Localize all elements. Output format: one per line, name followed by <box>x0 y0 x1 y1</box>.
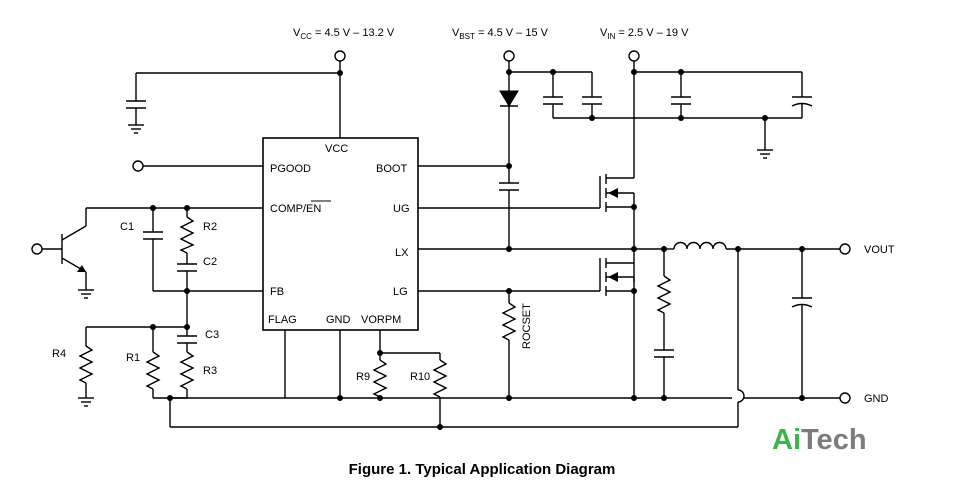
r3-label: R3 <box>203 365 217 377</box>
pin-lg: LG <box>393 286 408 298</box>
figure-caption: Figure 1. Typical Application Diagram <box>348 461 616 478</box>
pin-boot: BOOT <box>376 163 407 175</box>
c2-label: C2 <box>203 256 217 268</box>
logo-tech-text: Tech <box>801 424 867 456</box>
high-side-mosfet <box>418 174 637 282</box>
pin-vorpm: VORPM <box>361 314 401 326</box>
pgood-net <box>132 160 263 172</box>
pin-gnd: GND <box>326 314 351 326</box>
compensation-network <box>31 205 263 407</box>
vin-supply-label: VIN = 2.5 V – 19 V <box>600 27 689 41</box>
pin-flag: FLAG <box>268 314 297 326</box>
rocset-resistor <box>501 291 517 401</box>
r10-label: R10 <box>410 371 430 383</box>
pin-fb: FB <box>270 286 284 298</box>
vout-label: VOUT <box>864 244 895 256</box>
pin-pgood: PGOOD <box>270 163 311 175</box>
pin-vcc: VCC <box>325 143 348 155</box>
vin-net <box>628 50 813 178</box>
vbst-net <box>418 50 802 249</box>
vbst-supply-label: VBST = 4.5 V – 15 V <box>452 27 549 41</box>
pin-ug: UG <box>393 203 410 215</box>
vorpm-network <box>372 330 448 430</box>
r4-label: R4 <box>52 348 66 360</box>
pin-lx: LX <box>395 247 409 259</box>
aitech-logo: AiTech <box>772 424 867 457</box>
output-stage <box>654 241 851 427</box>
lx-net <box>418 246 667 252</box>
ground-bus <box>167 330 840 401</box>
gnd-output-label: GND <box>864 393 889 405</box>
c3-label: C3 <box>205 329 219 341</box>
sense-return <box>169 398 738 428</box>
vcc-supply-label: VCC = 4.5 V – 13.2 V <box>293 27 395 41</box>
r9-label: R9 <box>356 371 370 383</box>
pin-comp-en: COMP/EN <box>270 203 321 215</box>
c1-label: C1 <box>120 221 134 233</box>
r1-label: R1 <box>126 352 140 364</box>
rocset-label: ROCSET <box>521 303 533 349</box>
logo-ai-text: Ai <box>772 424 801 456</box>
r2-label: R2 <box>203 221 217 233</box>
vcc-net <box>126 50 346 138</box>
